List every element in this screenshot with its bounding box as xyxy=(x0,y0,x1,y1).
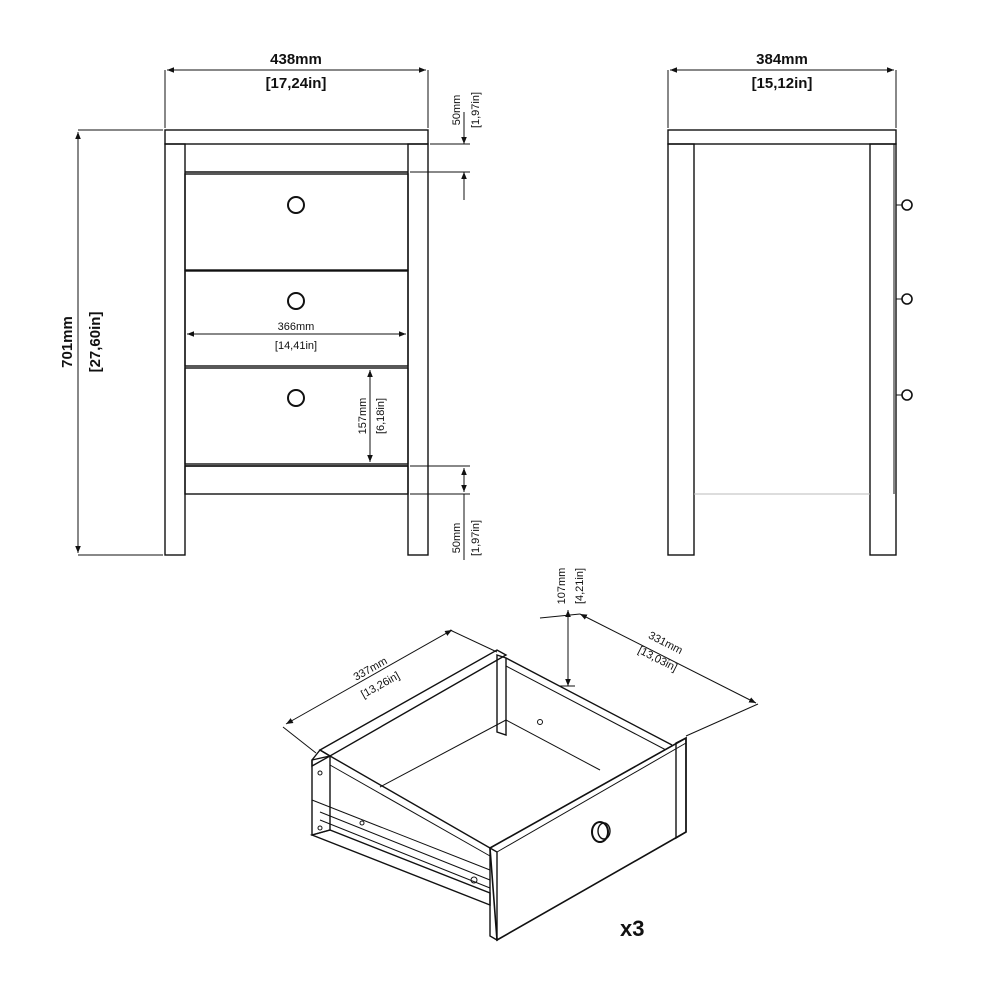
drawer-width-dimension-line xyxy=(579,613,757,704)
height-in-label: [27,60in] xyxy=(87,312,104,373)
bottom-gap-mm-label: 50mm xyxy=(451,523,463,554)
width-mm-label: 438mm xyxy=(270,51,322,68)
knob-icon xyxy=(287,389,305,407)
side-knob-icon xyxy=(896,199,913,211)
width-in-label: [17,24in] xyxy=(266,75,327,92)
side-back-leg xyxy=(667,143,695,556)
top-gap-in-label: [1,97in] xyxy=(470,92,482,128)
side-knob-icon xyxy=(896,293,913,305)
front-view: 438mm [17,24in] 701mm [27,60in] 50mm [1,… xyxy=(59,51,482,560)
front-right-leg xyxy=(407,143,429,556)
drawer-height-mm-label: 157mm xyxy=(357,398,369,435)
side-view: 384mm [15,12in] xyxy=(667,51,913,556)
height-mm-label: 701mm xyxy=(59,316,76,368)
drawer-knob-icon xyxy=(591,821,611,843)
front-top-board xyxy=(164,129,429,145)
inner-width-in-label: [14,41in] xyxy=(275,340,317,352)
drawer-left-side-top xyxy=(318,649,508,757)
drawer-isometric: 337mm [13,26in] 331mm [13,03in] 107mm [4… xyxy=(282,568,759,942)
drawer-length-dimension-line xyxy=(285,629,453,725)
quantity-label: x3 xyxy=(620,916,644,941)
drawer-height-iso-mm-label: 107mm xyxy=(556,568,568,605)
bottom-gap-in-label: [1,97in] xyxy=(470,520,482,556)
drawer-height-iso-in-label: [4,21in] xyxy=(574,568,586,604)
depth-in-label: [15,12in] xyxy=(752,75,813,92)
inner-width-mm-label: 366mm xyxy=(278,321,315,333)
drawer-front-2 xyxy=(184,270,409,367)
drawer-height-in-label: [6,18in] xyxy=(375,398,387,434)
drawer-front-3 xyxy=(184,367,409,465)
depth-mm-label: 384mm xyxy=(756,51,808,68)
top-gap-mm-label: 50mm xyxy=(451,95,463,126)
side-top-board xyxy=(667,129,897,145)
knob-icon xyxy=(287,292,305,310)
front-left-leg xyxy=(164,143,186,556)
side-front-leg xyxy=(869,143,897,556)
knob-icon xyxy=(287,196,305,214)
drawer-front-1 xyxy=(184,173,409,271)
side-knob-icon xyxy=(896,389,913,401)
bottom-rail xyxy=(184,465,409,495)
